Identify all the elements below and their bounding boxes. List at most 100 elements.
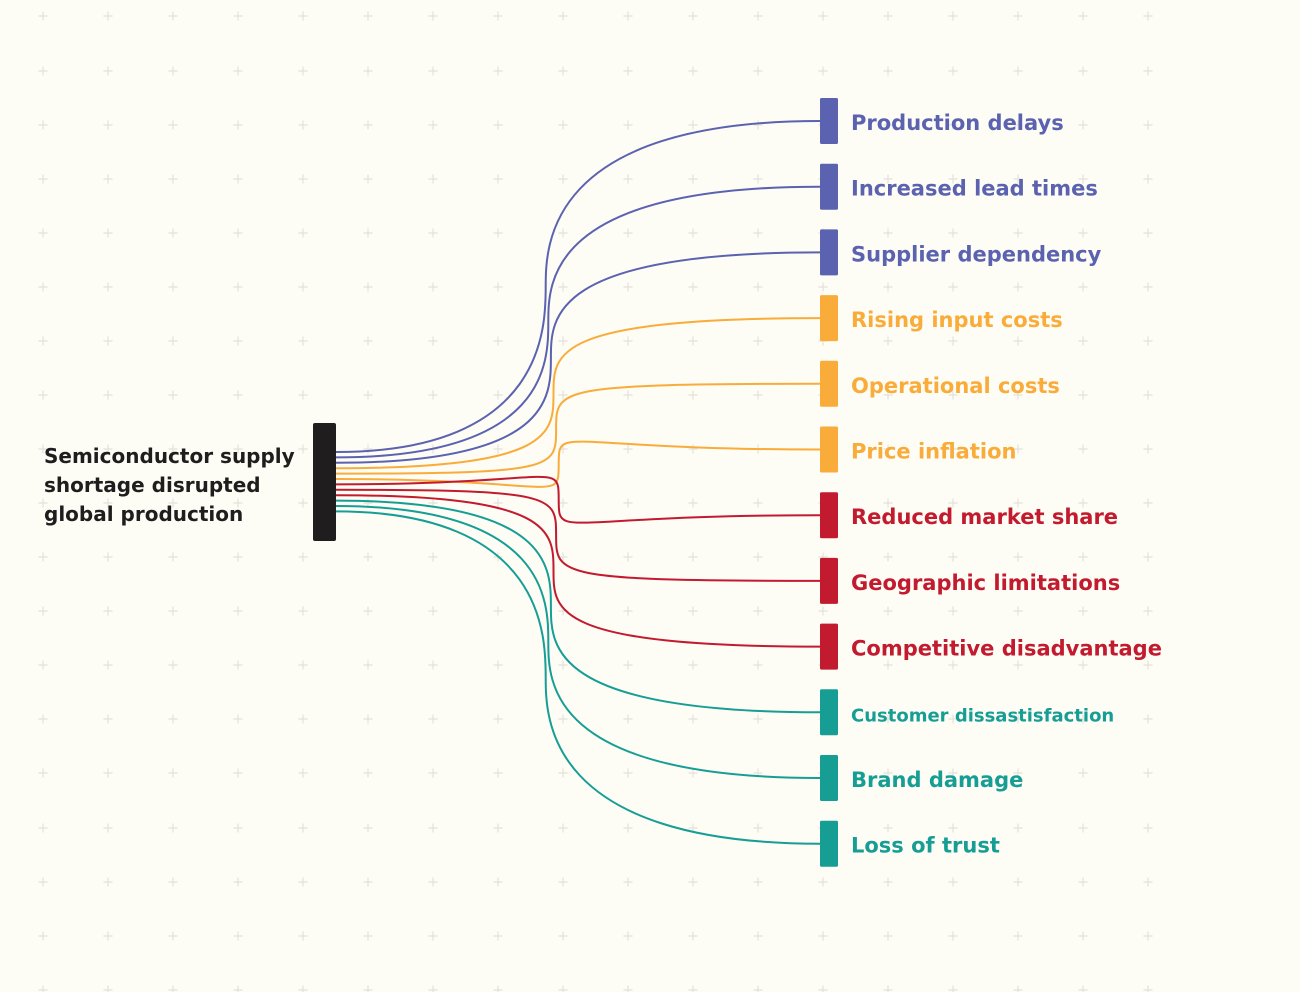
grid-plus-mark: [38, 714, 48, 724]
connector-5: [335, 382, 821, 475]
grid-plus-mark: [1143, 444, 1153, 454]
grid-plus-mark: [558, 931, 568, 941]
grid-plus-mark: [623, 985, 633, 992]
grid-plus-mark: [1143, 660, 1153, 670]
grid-plus-mark: [753, 660, 763, 670]
grid-plus-mark: [753, 174, 763, 184]
grid-plus-mark: [493, 823, 503, 833]
grid-plus-mark: [298, 606, 308, 616]
connector-9: [335, 494, 821, 648]
grid-plus-mark: [103, 120, 113, 130]
grid-plus-mark: [428, 985, 438, 992]
grid-plus-mark: [103, 66, 113, 76]
grid-plus-mark: [38, 174, 48, 184]
grid-plus-mark: [1078, 660, 1088, 670]
grid-plus-mark: [558, 498, 568, 508]
grid-plus-mark: [883, 714, 893, 724]
grid-plus-mark: [1143, 228, 1153, 238]
effect-label-6: Price inflation: [851, 440, 1016, 464]
grid-plus-mark: [493, 228, 503, 238]
grid-plus-mark: [103, 228, 113, 238]
grid-plus-mark: [883, 66, 893, 76]
grid-plus-mark: [363, 552, 373, 562]
grid-plus-mark: [428, 11, 438, 21]
grid-plus-mark: [818, 877, 828, 887]
grid-plus-mark: [363, 444, 373, 454]
grid-plus-mark: [818, 606, 828, 616]
grid-plus-mark: [883, 660, 893, 670]
grid-plus-mark: [883, 444, 893, 454]
grid-plus-mark: [493, 336, 503, 346]
grid-plus-mark: [233, 823, 243, 833]
grid-plus-mark: [1013, 877, 1023, 887]
grid-plus-mark: [363, 390, 373, 400]
grid-plus-mark: [493, 498, 503, 508]
grid-plus-mark: [493, 174, 503, 184]
connector-1: [335, 120, 821, 453]
grid-plus-mark: [1078, 606, 1088, 616]
grid-plus-mark: [168, 336, 178, 346]
grid-plus-mark: [363, 931, 373, 941]
grid-plus-mark: [103, 985, 113, 992]
grid-plus-mark: [948, 336, 958, 346]
grid-plus-mark: [623, 228, 633, 238]
grid-plus-mark: [688, 985, 698, 992]
grid-plus-mark: [948, 282, 958, 292]
grid-plus-mark: [948, 660, 958, 670]
grid-plus-mark: [1143, 336, 1153, 346]
grid-plus-mark: [623, 877, 633, 887]
grid-plus-mark: [688, 120, 698, 130]
grid-plus-mark: [558, 390, 568, 400]
grid-plus-mark: [428, 552, 438, 562]
grid-plus-mark: [1078, 714, 1088, 724]
grid-plus-mark: [753, 985, 763, 992]
grid-plus-mark: [1143, 985, 1153, 992]
grid-plus-mark: [103, 823, 113, 833]
grid-plus-mark: [1078, 498, 1088, 508]
grid-plus-mark: [688, 931, 698, 941]
grid-plus-mark: [1143, 282, 1153, 292]
grid-plus-mark: [168, 552, 178, 562]
grid-plus-mark: [753, 823, 763, 833]
grid-plus-mark: [168, 931, 178, 941]
source-label: Semiconductor supply shortage disrupted …: [44, 444, 302, 526]
grid-plus-mark: [883, 877, 893, 887]
grid-plus-mark: [1013, 228, 1023, 238]
grid-plus-mark: [1143, 768, 1153, 778]
grid-plus-mark: [363, 336, 373, 346]
effect-label-2: Increased lead times: [851, 177, 1098, 201]
grid-plus-mark: [623, 660, 633, 670]
grid-plus-mark: [558, 282, 568, 292]
grid-plus-mark: [428, 174, 438, 184]
grid-plus-mark: [1143, 498, 1153, 508]
grid-plus-mark: [623, 768, 633, 778]
grid-plus-mark: [1013, 66, 1023, 76]
grid-plus-mark: [103, 606, 113, 616]
grid-plus-mark: [883, 931, 893, 941]
grid-plus-mark: [233, 282, 243, 292]
grid-plus-mark: [558, 660, 568, 670]
grid-plus-mark: [948, 66, 958, 76]
grid-plus-mark: [948, 877, 958, 887]
grid-plus-mark: [493, 444, 503, 454]
connector-3: [335, 251, 821, 464]
effect-label-5: Operational costs: [851, 374, 1060, 398]
grid-plus-mark: [233, 931, 243, 941]
grid-plus-mark: [103, 390, 113, 400]
grid-plus-mark: [298, 877, 308, 887]
grid-plus-mark: [558, 336, 568, 346]
grid-plus-mark: [1078, 552, 1088, 562]
grid-plus-mark: [168, 444, 178, 454]
grid-plus-mark: [1078, 931, 1088, 941]
grid-plus-mark: [1078, 336, 1088, 346]
grid-plus-mark: [38, 931, 48, 941]
grid-plus-mark: [233, 11, 243, 21]
grid-plus-mark: [1013, 552, 1023, 562]
grid-plus-mark: [298, 985, 308, 992]
grid-plus-mark: [38, 823, 48, 833]
grid-plus-mark: [298, 444, 308, 454]
grid-plus-mark: [1078, 120, 1088, 130]
grid-plus-mark: [38, 498, 48, 508]
